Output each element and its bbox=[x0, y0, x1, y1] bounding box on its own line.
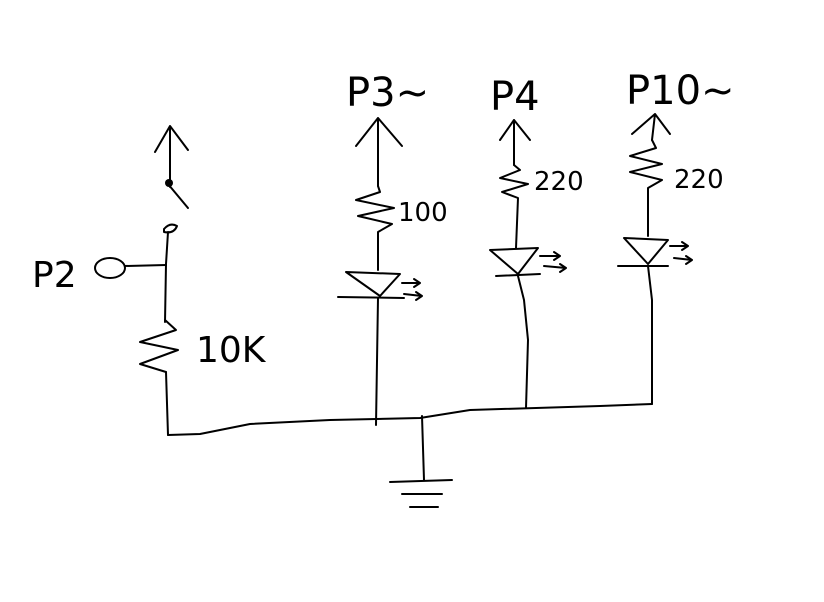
label-p10: P10~ bbox=[626, 68, 735, 114]
supply-arrow-switch bbox=[154, 125, 189, 188]
pulldown-wire bbox=[165, 371, 169, 436]
label-p4: P4 bbox=[490, 74, 540, 120]
p3-branch bbox=[337, 117, 423, 426]
switch-contact-bottom bbox=[163, 223, 178, 234]
led-arrows-p3 bbox=[401, 278, 423, 301]
resistor-100 bbox=[355, 185, 395, 271]
bus-wire bbox=[167, 403, 653, 436]
label-r-220-p10: 220 bbox=[674, 165, 724, 195]
label-r-220-p4: 220 bbox=[534, 167, 584, 197]
label-r-100: 100 bbox=[398, 198, 448, 228]
switch-branch bbox=[94, 125, 189, 436]
p2-input-circle bbox=[94, 257, 126, 279]
led-p3 bbox=[337, 271, 405, 299]
p4-branch bbox=[489, 119, 567, 409]
ground-symbol bbox=[389, 479, 453, 508]
supply-arrow-p4 bbox=[499, 119, 531, 166]
led-arrows-p4 bbox=[539, 251, 567, 273]
label-p2: P2 bbox=[32, 255, 77, 296]
resistor-220-p10 bbox=[629, 139, 663, 237]
p4-drop-wire bbox=[517, 275, 529, 409]
supply-arrow-p10 bbox=[631, 113, 671, 141]
resistor-10k bbox=[139, 319, 179, 373]
switch-contact-top bbox=[165, 179, 173, 187]
led-p10 bbox=[617, 237, 669, 267]
p2-wire bbox=[124, 264, 167, 267]
led-p4 bbox=[489, 247, 541, 277]
supply-arrow-p3 bbox=[355, 117, 403, 187]
led-arrows-p10 bbox=[669, 241, 693, 265]
ground-drop-wire bbox=[421, 415, 425, 481]
switch-wire bbox=[164, 231, 169, 323]
switch-lever bbox=[167, 183, 189, 209]
label-r-10k: 10K bbox=[196, 330, 267, 371]
label-p3: P3~ bbox=[346, 70, 429, 116]
p10-branch bbox=[617, 113, 693, 405]
p3-drop-wire bbox=[375, 297, 379, 426]
p10-drop-wire bbox=[647, 265, 653, 405]
ground-bus bbox=[167, 403, 653, 508]
resistor-220-p4 bbox=[499, 164, 529, 249]
